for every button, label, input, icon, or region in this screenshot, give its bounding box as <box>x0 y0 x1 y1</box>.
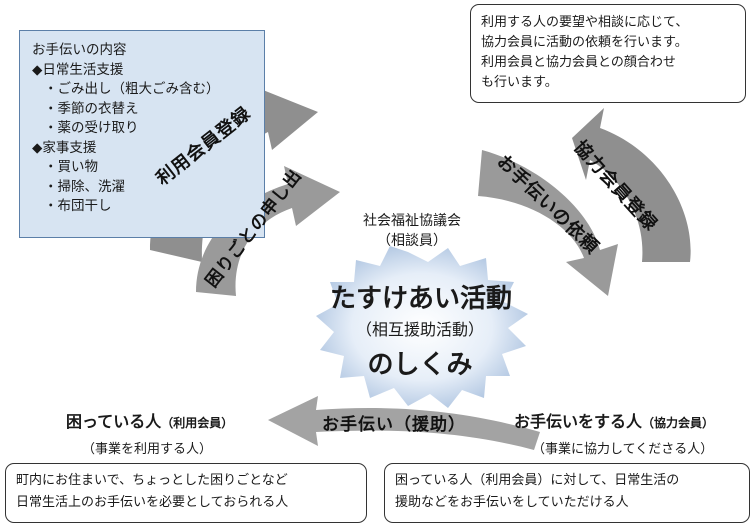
services-heading: お手伝いの内容 <box>32 42 127 58</box>
housework-item: ・掃除、洗濯 <box>44 178 125 195</box>
arrow-request <box>478 150 618 296</box>
user-subtitle: （事業を利用する人） <box>82 442 213 457</box>
user-title-note: （利用会員） <box>161 416 234 430</box>
arrow-consult <box>196 166 340 296</box>
daily-item: ・ごみ出し（粗大ごみ含む） <box>44 81 220 97</box>
helper-description-line: 援助などをお手伝いをしていただける人 <box>395 495 629 510</box>
arrow-helper-registration <box>572 108 691 262</box>
user-description-line: 町内にお住まいで、ちょっとした困りごとなど <box>16 473 288 488</box>
user-description-line: 日常生活上のお手伝いを必要としておられる人 <box>16 495 289 510</box>
help-label: お手伝い（援助） <box>322 415 466 435</box>
center-title: たすけあい活動 <box>329 284 512 314</box>
center-burst <box>316 246 528 408</box>
arrow-help <box>268 396 540 450</box>
daily-item: ・季節の衣替え <box>44 100 139 117</box>
coordinator-line: も行います。 <box>481 75 558 90</box>
housework-heading: ◆家事支援 <box>32 139 97 156</box>
helper-title-note: （協力会員） <box>642 416 715 430</box>
user-title-main: 困っている人 <box>66 412 162 431</box>
council-role: （相談員） <box>377 233 447 249</box>
helper-description-box: 困っている人（利用会員）に対して、日常生活の 援助などをお手伝いをしていただける… <box>384 463 750 523</box>
helper-subtitle: （事業に協力してくださる人） <box>532 442 714 457</box>
user-title: 困っている人（利用会員） <box>66 408 233 432</box>
coordinator-line: 利用する人の要望や相談に応じて、 <box>481 15 689 30</box>
services-box: お手伝いの内容 ◆日常生活支援 ・ごみ出し（粗大ごみ含む） ・季節の衣替え ・薬… <box>19 30 265 238</box>
center-bottom: のしくみ <box>367 350 473 380</box>
center-subtitle: （相互援助活動） <box>355 320 484 339</box>
helper-title: お手伝いをする人（協力会員） <box>514 408 714 432</box>
daily-item: ・薬の受け取り <box>44 120 139 136</box>
coordinator-line: 協力会員に活動の依頼を行います。 <box>481 35 688 50</box>
helper-title-main: お手伝いをする人 <box>514 412 643 431</box>
helper-description-line: 困っている人（利用会員）に対して、日常生活の <box>395 473 680 488</box>
coordinator-role-box: 利用する人の要望や相談に応じて、 協力会員に活動の依頼を行います。 利用会員と協… <box>470 4 746 103</box>
council-name: 社会福祉協議会 <box>363 213 461 229</box>
user-description-box: 町内にお住まいで、ちょっとした困りごとなど 日常生活上のお手伝いを必要としておら… <box>5 463 367 523</box>
daily-support-heading: ◆日常生活支援 <box>32 61 124 78</box>
housework-item: ・買い物 <box>44 159 98 175</box>
housework-item: ・布団干し <box>44 198 112 214</box>
coordinator-line: 利用会員と協力会員との顔合わせ <box>481 55 676 70</box>
